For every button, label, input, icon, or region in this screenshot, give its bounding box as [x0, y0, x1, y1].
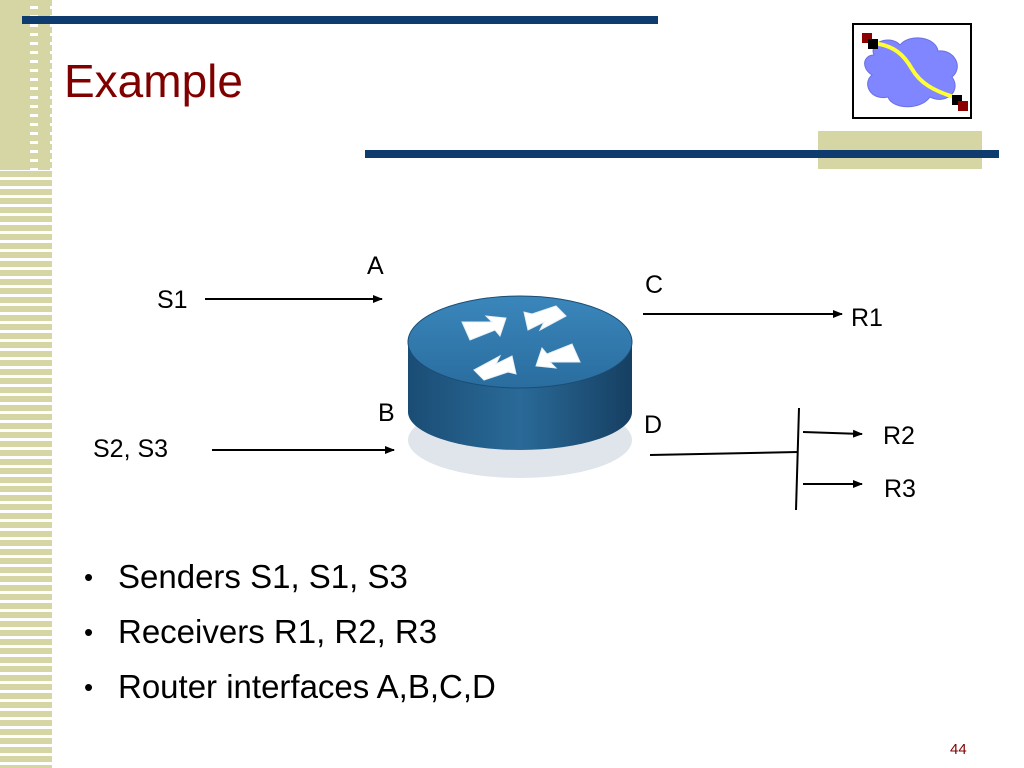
receiver-r2-label: R2: [883, 422, 915, 450]
bullet-text: Senders S1, S1, S3: [118, 558, 408, 595]
sender-s2-s3-label: S2, S3: [93, 435, 169, 463]
bullet-item: • Receivers R1, R2, R3: [84, 611, 496, 666]
bullet-text: Router interfaces A,B,C,D: [118, 668, 496, 705]
r2-link-arrow: [802, 429, 863, 438]
receiver-r1-label: R1: [851, 304, 883, 332]
bullet-dot-icon: •: [84, 562, 94, 592]
interface-c-label: C: [645, 271, 664, 299]
endpoint-shadow-icon: [952, 95, 962, 105]
bullet-item: • Senders S1, S1, S3: [84, 556, 496, 611]
left-strip-solid-block: [0, 0, 30, 170]
endpoint-icon: [862, 33, 872, 43]
bullet-dot-icon: •: [84, 672, 94, 702]
link-path: [871, 41, 955, 99]
bottom-rule-line: [365, 150, 999, 158]
lan-bus-line: [795, 407, 800, 511]
receiver-r3-label: R3: [884, 475, 916, 503]
network-logo: [852, 23, 972, 119]
slide-title: Example: [64, 55, 243, 107]
interface-a-label: A: [367, 252, 384, 280]
d-link-line: [649, 451, 799, 456]
endpoint-icon: [958, 101, 968, 111]
page-number: 44: [950, 741, 967, 758]
bullet-item: • Router interfaces A,B,C,D: [84, 666, 496, 721]
sender-s1-label: S1: [157, 286, 188, 314]
left-strip-edge-block: [38, 0, 50, 170]
endpoint-shadow-icon: [868, 39, 878, 49]
router-icon: [407, 295, 633, 478]
bullet-list: • Senders S1, S1, S3 • Receivers R1, R2, R…: [84, 556, 496, 721]
interface-b-label: B: [378, 399, 395, 427]
bullet-dot-icon: •: [84, 617, 94, 647]
interface-d-label: D: [644, 411, 663, 439]
bullet-text: Receivers R1, R2, R3: [118, 613, 438, 650]
cloud-network-icon: [862, 33, 968, 111]
top-rule-line: [22, 16, 658, 24]
